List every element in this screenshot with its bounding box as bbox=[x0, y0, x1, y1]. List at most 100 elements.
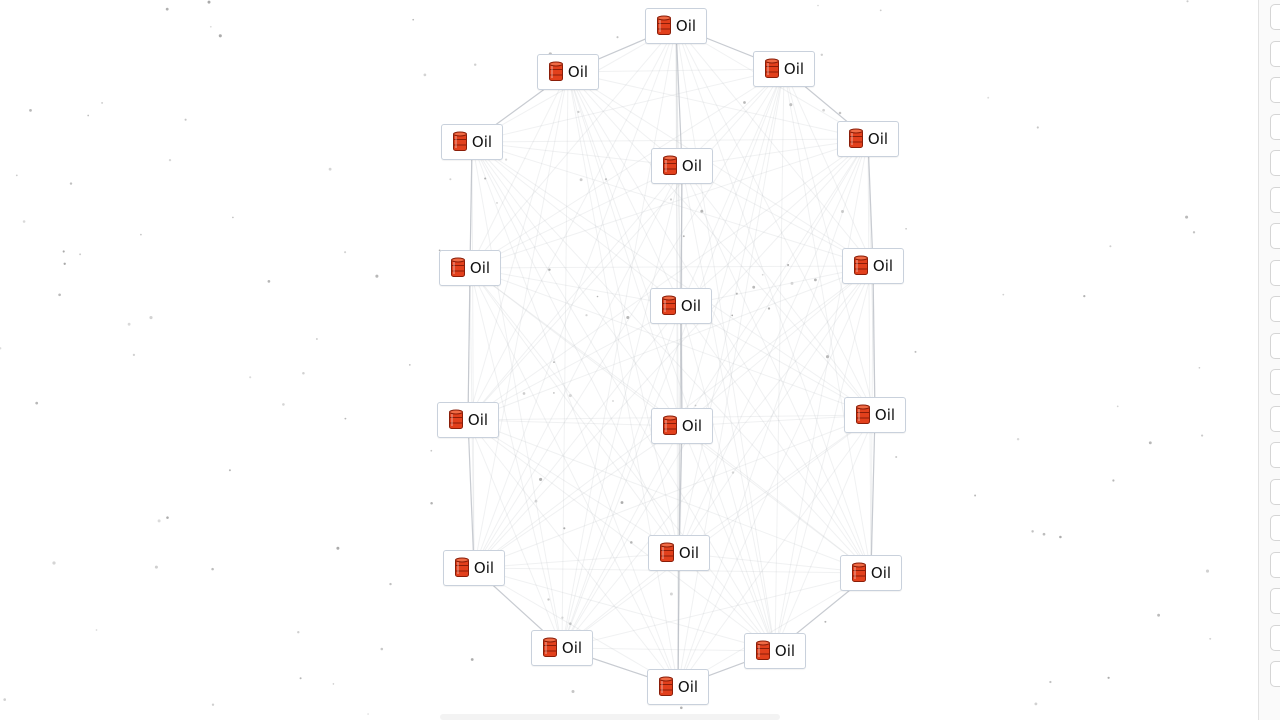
side-panel-tab[interactable] bbox=[1270, 259, 1280, 286]
background-dot bbox=[743, 101, 746, 104]
graph-edge bbox=[561, 165, 683, 649]
oil-node[interactable]: Oil bbox=[439, 250, 501, 286]
graph-edge bbox=[774, 138, 869, 652]
graph-edge bbox=[872, 265, 876, 416]
side-panel-tab[interactable] bbox=[1270, 77, 1280, 103]
side-panel-tab[interactable] bbox=[1270, 624, 1280, 651]
node-label: Oil bbox=[678, 543, 700, 562]
graph-edge bbox=[561, 647, 776, 652]
side-panel-tab[interactable] bbox=[1270, 369, 1280, 395]
oil-node[interactable]: Oil bbox=[744, 633, 806, 669]
graph-edge bbox=[678, 552, 872, 574]
node-label: Oil bbox=[473, 558, 495, 577]
oil-node[interactable]: Oil bbox=[647, 669, 709, 705]
oil-node[interactable]: Oil bbox=[441, 124, 503, 160]
side-panel-tab[interactable] bbox=[1270, 186, 1280, 213]
side-panel-tab[interactable] bbox=[1270, 405, 1280, 432]
side-panel-tab[interactable] bbox=[1270, 223, 1280, 249]
graph-edge bbox=[567, 71, 776, 652]
background-dot bbox=[679, 706, 683, 710]
side-panel-tab[interactable] bbox=[1270, 661, 1280, 687]
graph-edge bbox=[783, 68, 874, 267]
background-dot bbox=[344, 251, 347, 254]
side-panel-tab[interactable] bbox=[1270, 551, 1280, 578]
oil-node[interactable]: Oil bbox=[443, 550, 505, 586]
side-panel-tab[interactable] bbox=[1270, 40, 1280, 67]
side-panel-tab[interactable] bbox=[1270, 332, 1280, 359]
graph-edge bbox=[469, 141, 473, 269]
background-dot bbox=[316, 338, 318, 340]
oil-barrel-icon bbox=[448, 409, 463, 429]
background-dot bbox=[1036, 126, 1039, 129]
side-panel-tab[interactable] bbox=[1270, 296, 1280, 322]
background-dot bbox=[563, 527, 566, 530]
oil-node[interactable]: Oil bbox=[837, 121, 899, 157]
oil-node[interactable]: Oil bbox=[842, 248, 904, 284]
graph-edge bbox=[681, 414, 876, 427]
oil-node[interactable]: Oil bbox=[651, 148, 713, 184]
oil-node[interactable]: Oil bbox=[645, 8, 707, 44]
background-dot bbox=[1016, 437, 1020, 441]
graph-edge bbox=[467, 267, 471, 421]
oil-node[interactable]: Oil bbox=[844, 397, 906, 433]
graph-edge bbox=[471, 141, 680, 554]
oil-node[interactable]: Oil bbox=[753, 51, 815, 87]
side-panel-tab[interactable] bbox=[1270, 150, 1280, 176]
graph-edge bbox=[469, 267, 682, 307]
oil-barrel-icon bbox=[548, 61, 563, 81]
graph-edge bbox=[678, 68, 785, 554]
graph-edge bbox=[567, 71, 679, 688]
side-panel-tab[interactable] bbox=[1270, 442, 1280, 468]
horizontal-scrollbar[interactable] bbox=[440, 714, 780, 720]
side-panel-tab[interactable] bbox=[1270, 113, 1280, 140]
background-dot bbox=[52, 561, 56, 565]
background-dot bbox=[62, 250, 65, 253]
side-panel-tab[interactable] bbox=[1270, 588, 1280, 614]
graph-edge bbox=[467, 165, 683, 421]
background-dot bbox=[616, 36, 619, 39]
side-panel-tab[interactable] bbox=[1270, 515, 1280, 541]
background-dot bbox=[579, 178, 583, 182]
graph-edge bbox=[681, 425, 872, 574]
graph-edge bbox=[675, 25, 876, 416]
graph-edge bbox=[867, 138, 874, 267]
background-dot bbox=[166, 516, 169, 519]
oil-node[interactable]: Oil bbox=[840, 555, 902, 591]
graph-edge bbox=[473, 165, 683, 569]
graph-edge bbox=[467, 419, 872, 574]
graph-edge bbox=[469, 138, 869, 269]
oil-barrel-icon bbox=[450, 257, 465, 277]
graph-edge bbox=[678, 425, 683, 554]
oil-node[interactable]: Oil bbox=[437, 402, 499, 438]
graph-edge bbox=[681, 165, 776, 652]
background-dot bbox=[731, 471, 735, 474]
graph-edge bbox=[783, 68, 876, 416]
oil-node[interactable]: Oil bbox=[651, 408, 713, 444]
graph-edge bbox=[677, 265, 874, 688]
background-dot bbox=[423, 73, 427, 77]
oil-node[interactable]: Oil bbox=[648, 535, 710, 571]
background-dot bbox=[682, 235, 685, 238]
background-dot bbox=[539, 477, 543, 481]
background-dot bbox=[504, 158, 508, 161]
graph-edge bbox=[473, 305, 682, 569]
side-panel-tab[interactable] bbox=[1270, 4, 1280, 30]
side-panel-tab[interactable] bbox=[1270, 478, 1280, 505]
oil-node[interactable]: Oil bbox=[537, 54, 599, 90]
graph-edge bbox=[469, 267, 876, 416]
background-dot bbox=[787, 263, 790, 267]
graph-edge bbox=[469, 267, 680, 554]
oil-node[interactable]: Oil bbox=[531, 630, 593, 666]
graph-edge bbox=[469, 68, 785, 269]
background-dot bbox=[761, 273, 764, 276]
graph-edge bbox=[473, 138, 869, 569]
graph-edge bbox=[473, 567, 679, 688]
graph-edge bbox=[471, 68, 785, 143]
oil-node[interactable]: Oil bbox=[650, 288, 712, 324]
graph-edge bbox=[567, 71, 869, 140]
background-dot bbox=[987, 96, 990, 99]
graph-edge bbox=[675, 25, 874, 267]
graph-edge bbox=[567, 71, 876, 416]
background-dot bbox=[302, 371, 305, 375]
